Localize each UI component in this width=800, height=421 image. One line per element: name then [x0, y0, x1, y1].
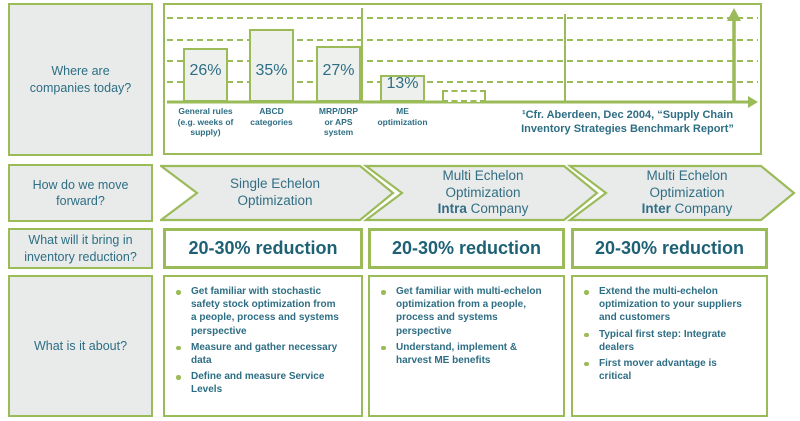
bullet-item: Understand, implement & harvest ME benef… [374, 341, 559, 367]
bar-value-label: 27% [322, 62, 355, 79]
bar-value-label: 13% [386, 75, 419, 92]
bar-2: 35% [249, 29, 294, 102]
chevron-shapes [157, 164, 796, 222]
question-label: What is it about? [33, 338, 128, 353]
bar-3: 27% [316, 46, 361, 102]
about-box-3: Extend the multi-echelon optimization to… [571, 275, 768, 417]
chevron-1 [157, 164, 395, 222]
bullet-item: Measure and gather necessary data [169, 341, 357, 367]
chart-source-note: ¹Cfr. Aberdeen, Dec 2004, “Supply Chain … [521, 109, 734, 136]
reduction-box-2: 20-30% reduction [368, 228, 565, 269]
bullet-item: Get familiar with multi-echelon optimiza… [374, 285, 559, 338]
chevron-3 [566, 164, 796, 222]
step-multi-echelon-intra: Multi Echelon Optimization Intra Company [388, 164, 578, 222]
bullet-item: Extend the multi-echelon optimization to… [577, 285, 762, 325]
process-arrows: Single Echelon Optimization Multi Echelo… [157, 164, 800, 222]
future-bar-outline [442, 90, 486, 102]
bullet-list: Extend the multi-echelon optimization to… [577, 285, 762, 383]
question-box-what-about: What is it about? [8, 275, 153, 417]
bullet-item: Define and measure Service Levels [169, 370, 357, 396]
bar-value-label: 26% [189, 62, 222, 79]
step-label-bold: Intra [437, 201, 467, 217]
question-box-inventory-reduction: What will it bring in inventory reductio… [8, 228, 153, 269]
chevron-2 [362, 164, 599, 222]
bar-chart-plot: ¹Cfr. Aberdeen, Dec 2004, “Supply Chain … [165, 5, 760, 153]
bar-category-label: General rules (e.g. weeks of supply) [177, 106, 234, 138]
question-label: Where are companies today? [29, 64, 132, 95]
step-label-bold: Inter [641, 201, 671, 217]
bar-value-label: 35% [255, 62, 288, 79]
step-multi-echelon-inter: Multi Echelon Optimization Inter Company [592, 164, 782, 222]
bullet-item: Typical first step: Integrate dealers [577, 328, 762, 354]
bar-4: 13% [380, 75, 425, 102]
question-box-move-forward: How do we move forward? [8, 164, 153, 222]
step-label-suffix: Company [670, 201, 733, 217]
question-box-where-are-companies: Where are companies today? [8, 3, 153, 156]
bar-chart: ¹Cfr. Aberdeen, Dec 2004, “Supply Chain … [163, 3, 762, 155]
step-label: Single Echelon Optimization [229, 176, 321, 208]
question-label: How do we move forward? [32, 177, 129, 208]
step-single-echelon: Single Echelon Optimization [180, 164, 370, 222]
step-label-suffix: Company [466, 201, 529, 217]
reduction-label: 20-30% reduction [391, 238, 542, 258]
about-box-1: Get familiar with stochastic safety stoc… [163, 275, 363, 417]
bullet-list: Get familiar with stochastic safety stoc… [169, 285, 357, 397]
bullet-list: Get familiar with multi-echelon optimiza… [374, 285, 559, 367]
bullet-item: First mover advantage is critical [577, 357, 762, 383]
reduction-label: 20-30% reduction [188, 238, 338, 258]
chart-axes-grid [167, 8, 758, 108]
bar-category-label: MRP/DRP or APS system [318, 106, 359, 138]
bar-1: 26% [183, 48, 228, 102]
about-box-2: Get familiar with multi-echelon optimiza… [368, 275, 565, 417]
step-label: Multi Echelon Optimization [442, 167, 524, 200]
question-label: What will it bring in inventory reductio… [24, 233, 137, 264]
bar-category-label: ME optimization [377, 106, 428, 127]
reduction-label: 20-30% reduction [594, 238, 745, 258]
bullet-item: Get familiar with stochastic safety stoc… [169, 285, 357, 338]
reduction-box-1: 20-30% reduction [163, 228, 363, 269]
reduction-box-3: 20-30% reduction [571, 228, 768, 269]
step-label: Multi Echelon Optimization [646, 167, 728, 200]
bar-category-label: ABCD categories [250, 106, 293, 127]
